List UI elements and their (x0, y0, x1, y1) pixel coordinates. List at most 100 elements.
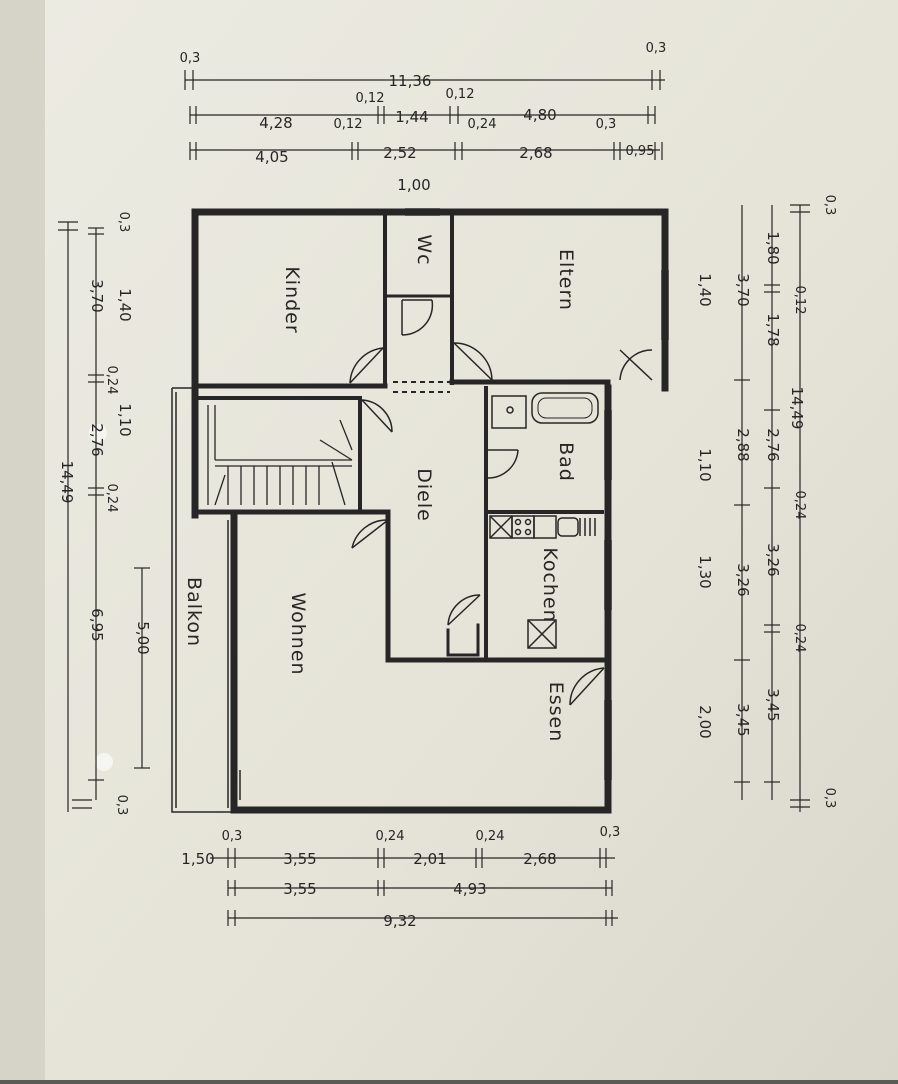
dim-top-row1-a: 4,28 (259, 114, 292, 132)
dim-right-row2-c: 3,26 (734, 563, 752, 596)
dim-left-row2-b: 0,24 (104, 366, 119, 395)
dimensions-bottom: 1,50 0,3 3,55 0,24 2,01 0,24 2,68 0,3 3,… (181, 825, 620, 930)
dim-top-extra-a: 0,12 (356, 91, 385, 106)
room-wohnen: Wohnen (287, 592, 309, 675)
dim-right-total: 14,49 (788, 387, 806, 430)
cabinet (557, 517, 579, 537)
dim-top-row2-a: 4,05 (255, 148, 288, 166)
dim-bottom-row1-e: 0,24 (476, 829, 505, 844)
dim-top-row1-d: 0,24 (468, 117, 497, 132)
room-diele: Diele (413, 468, 435, 522)
dim-left-corner-bottom: 0,3 (114, 795, 129, 816)
dim-right-row1-b: 0,12 (792, 286, 807, 315)
dim-left-row2-c: 2,76 (88, 423, 106, 456)
dim-left-row1-c: 5,00 (134, 621, 152, 654)
door-swings (349, 299, 653, 706)
punch-hole-bottom (95, 753, 113, 771)
dim-bottom-row1-d: 2,01 (413, 850, 446, 868)
dim-left-total: 14,49 (58, 461, 76, 504)
door-bad (487, 449, 519, 479)
door-eltern-window (619, 349, 653, 381)
dim-right-height-a: 1,40 (696, 273, 714, 306)
wall-diele-bottom (385, 509, 611, 663)
dim-bottom-row1-b: 3,55 (283, 850, 316, 868)
room-kochen: Kochen (539, 547, 561, 622)
windows (193, 208, 669, 800)
dim-top-below: 1,00 (397, 176, 430, 194)
wall-stair-top (196, 396, 362, 514)
balkon-outline (171, 387, 236, 813)
dim-top-row1-f: 0,3 (596, 117, 617, 132)
door-entry (447, 594, 481, 626)
paper-sheet (45, 0, 898, 1080)
dim-bottom-row2-a: 3,55 (283, 880, 316, 898)
dim-top-row2-b: 2,52 (383, 144, 416, 162)
dim-right-row1-a: 1,80 (764, 231, 782, 264)
dim-right-row2-d: 3,45 (734, 703, 752, 736)
door-wohnen (351, 519, 389, 549)
dimensions-right: 0,3 0,3 14,49 1,80 0,12 1,78 2,76 0,24 3… (696, 195, 837, 812)
dim-left-row1-b: 1,10 (116, 403, 134, 436)
dim-left-row2-e: 6,95 (88, 608, 106, 641)
dim-right-row1-c: 1,78 (764, 313, 782, 346)
room-eltern: Eltern (555, 249, 577, 311)
room-bad: Bad (555, 442, 577, 482)
dim-right-row1-d: 2,76 (764, 428, 782, 461)
door-essen (569, 667, 605, 706)
dim-bottom-row2-b: 4,93 (453, 880, 486, 898)
dimensions-top: 0,3 0,3 11,36 4,28 0,12 1,44 0,24 4,80 0… (180, 41, 667, 194)
kitchen-unit (527, 619, 557, 649)
room-labels: Kinder Wc Eltern Bad Diele Kochen Wohnen… (183, 234, 577, 742)
dim-top-row1-b: 0,12 (334, 117, 363, 132)
door-eltern (453, 342, 493, 381)
dim-right-height-b: 1,10 (696, 448, 714, 481)
dim-left-row2-a: 3,70 (88, 279, 106, 312)
walls (191, 208, 669, 814)
dim-top-total: 11,36 (389, 72, 432, 90)
bathtub (531, 392, 599, 424)
dim-top-corner-right: 0,3 (646, 41, 667, 56)
wall-outer-lower (230, 384, 612, 814)
dim-bottom-total: 9,32 (383, 912, 416, 930)
dim-right-row2-b: 2,88 (734, 428, 752, 461)
dim-right-row1-f: 3,26 (764, 543, 782, 576)
dim-bottom-row1-a: 0,3 (222, 829, 243, 844)
dim-top-row1-e: 4,80 (523, 106, 556, 124)
door-opening (393, 381, 450, 393)
dim-right-height-d: 2,00 (696, 705, 714, 738)
dim-top-row2-c: 2,68 (519, 144, 552, 162)
room-balkon: Balkon (183, 577, 205, 647)
dim-right-row1-h: 3,45 (764, 688, 782, 721)
dimensions-left: 0,3 0,3 14,49 1,40 1,10 5,00 3,70 0,24 2… (58, 212, 152, 816)
dim-right-row1-e: 0,24 (792, 491, 807, 520)
door-stair (361, 399, 393, 433)
room-essen: Essen (545, 682, 567, 743)
dim-left-row1-a: 1,40 (116, 288, 134, 321)
room-wc: Wc (413, 234, 435, 265)
washbasin (491, 395, 527, 429)
dim-bottom-row1-f: 2,68 (523, 850, 556, 868)
dim-right-corner-top: 0,3 (822, 195, 837, 216)
wall-outer-top-right (191, 208, 669, 392)
dim-right-row2-a: 3,70 (734, 273, 752, 306)
fixtures (489, 392, 599, 649)
dim-bottom-row1-c: 0,24 (376, 829, 405, 844)
dim-top-corner-left: 0,3 (180, 51, 201, 66)
door-kinder (349, 347, 384, 384)
dim-left-row2-d: 0,24 (104, 484, 119, 513)
room-kinder: Kinder (281, 266, 303, 333)
dim-right-row1-g: 0,24 (792, 624, 807, 653)
dim-right-height-c: 1,30 (696, 555, 714, 588)
dim-bottom-balkon: 1,50 (181, 850, 214, 868)
dim-top-row2-d: 0,95 (626, 144, 655, 159)
staircase (207, 405, 353, 506)
wall-niche (446, 623, 480, 657)
punch-hole-top (89, 424, 107, 442)
dim-right-corner-bottom: 0,3 (822, 788, 837, 809)
dim-top-extra-b: 0,12 (446, 87, 475, 102)
dim-top-row1-c: 1,44 (395, 108, 428, 126)
dim-bottom-row1-g: 0,3 (600, 825, 621, 840)
dim-left-corner-top: 0,3 (116, 212, 131, 233)
